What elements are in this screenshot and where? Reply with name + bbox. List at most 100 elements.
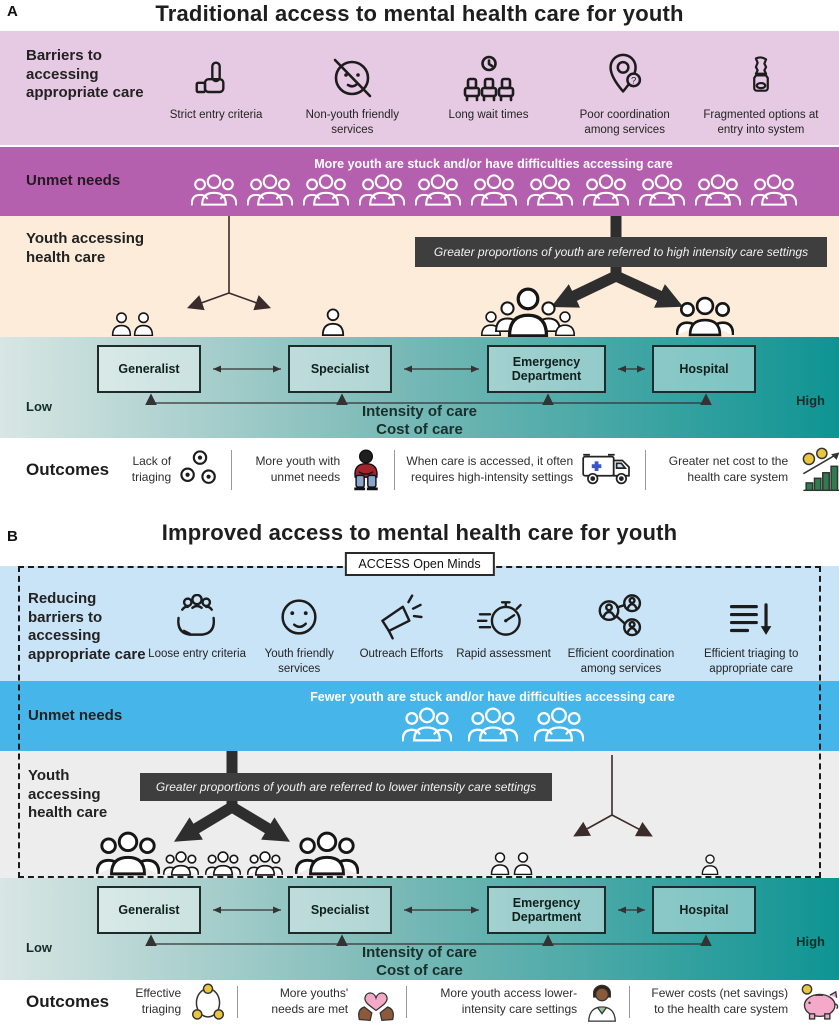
high-label-a: High xyxy=(796,393,825,408)
divider xyxy=(629,986,631,1018)
outcome-item: Lack of triaging xyxy=(109,449,221,491)
barriers-row-a-label: Barriers to accessing appropriate care xyxy=(26,47,144,102)
people-group-icon xyxy=(639,174,685,206)
referral-callout-b: Greater proportions of youth are referre… xyxy=(140,773,552,801)
stopwatch-icon xyxy=(477,590,529,642)
outcome-item: Effective triaging xyxy=(109,982,227,1022)
unmet-needs-a-content: More youth are stuck and/or have difficu… xyxy=(148,147,839,216)
youth-group-generalist-b xyxy=(96,831,160,876)
panel-b-letter: B xyxy=(7,528,18,545)
outcomes-row-a: Outcomes Lack of triaging More youth wit… xyxy=(0,438,839,502)
youth-group-hospital-a xyxy=(676,296,734,337)
care-box-hospital-a: Hospital xyxy=(652,345,756,393)
svg-text:?: ? xyxy=(631,75,636,86)
crossed-face-icon xyxy=(326,47,378,103)
hands-heart-icon xyxy=(358,992,395,1021)
unmet-needs-a-message: More youth are stuck and/or have difficu… xyxy=(314,157,673,171)
youth-single-specialist-a xyxy=(321,308,345,336)
smiley-face-icon xyxy=(274,590,324,642)
youth-group-specialist-b xyxy=(295,831,359,876)
low-label-a: Low xyxy=(26,399,52,414)
people-group-icon xyxy=(583,174,629,206)
caring-hands-icon xyxy=(171,590,223,642)
barrier-item: ? Poor coordination among services xyxy=(557,47,693,138)
people-group-icon xyxy=(247,174,293,206)
hand-stop-icon xyxy=(193,47,239,103)
youth-small-group-b xyxy=(205,851,241,876)
barriers-row-b-label: Reducing barriers to accessing appropria… xyxy=(28,590,146,663)
outcome-item: More youth with unmet needs xyxy=(242,447,384,493)
scattered-coins-icon xyxy=(180,450,216,484)
stuck-youth-groups xyxy=(191,174,797,206)
care-box-generalist-b: Generalist xyxy=(97,886,201,934)
youth-accessing-row-b: Youth accessing health care Greater prop… xyxy=(0,751,839,878)
referral-callout-a: Greater proportions of youth are referre… xyxy=(415,237,827,267)
unmet-needs-row-a: Unmet needs More youth are stuck and/or … xyxy=(0,147,839,216)
care-box-emergency-a: Emergency Department xyxy=(487,345,606,393)
barrier-item: Long wait times xyxy=(420,47,556,123)
care-box-specialist-b: Specialist xyxy=(288,886,392,934)
barriers-row-a: Barriers to accessing appropriate care S… xyxy=(0,31,839,145)
unmet-needs-a-label: Unmet needs xyxy=(26,172,121,190)
outcome-item: More youths' needs are met xyxy=(248,983,396,1021)
barrier-item: Strict entry criteria xyxy=(148,47,284,123)
triage-network-icon xyxy=(192,983,225,1020)
barrier-item: Efficient triaging to appropriate care xyxy=(687,590,815,677)
high-label-b: High xyxy=(796,934,825,949)
people-group-icon xyxy=(303,174,349,206)
outcomes-a-label: Outcomes xyxy=(26,460,110,479)
panel-a-title: Traditional access to mental health care… xyxy=(155,1,684,26)
unmet-needs-b-content: Fewer youth are stuck and/or have diffic… xyxy=(146,681,839,751)
stuck-youth-groups xyxy=(402,707,584,742)
people-group-icon xyxy=(402,707,452,742)
barrier-item: Efficient coordination among services xyxy=(555,590,688,677)
barriers-a-items: Strict entry criteria Non-youth friendly… xyxy=(148,47,829,145)
people-group-icon xyxy=(527,174,573,206)
program-badge: ACCESS Open Minds xyxy=(344,552,495,576)
cost-axis-label-a: Cost of care xyxy=(376,421,463,438)
people-group-icon xyxy=(415,174,461,206)
barrier-item: Rapid assessment xyxy=(452,590,554,662)
divider xyxy=(645,450,647,490)
people-group-icon xyxy=(191,174,237,206)
people-group-icon xyxy=(468,707,518,742)
care-box-generalist-a: Generalist xyxy=(97,345,201,393)
network-people-icon xyxy=(595,590,647,642)
triage-list-icon xyxy=(726,590,776,642)
outcomes-row-b: Outcomes Effective triaging More youths'… xyxy=(0,980,839,1024)
care-box-hospital-b: Hospital xyxy=(652,886,756,934)
barrier-item: Non-youth friendly services xyxy=(284,47,420,138)
youth-small-group-b xyxy=(247,851,283,876)
youth-single-hospital-b xyxy=(701,854,719,875)
people-group-icon xyxy=(471,174,517,206)
panel-a-letter: A xyxy=(7,3,18,20)
care-box-emergency-b: Emergency Department xyxy=(487,886,606,934)
outcome-item: When care is accessed, it often requires… xyxy=(405,449,635,491)
unmet-needs-row-b: Unmet needs Fewer youth are stuck and/or… xyxy=(0,681,839,751)
barriers-b-items: Loose entry criteria Youth friendly serv… xyxy=(146,590,815,681)
people-group-icon xyxy=(695,174,741,206)
ambulance-icon xyxy=(582,453,630,485)
youth-accessing-row-a: Youth accessing health care Greater prop… xyxy=(0,216,839,337)
youth-small-group-b xyxy=(163,851,199,876)
low-label-b: Low xyxy=(26,940,52,955)
barrier-item: Loose entry criteria xyxy=(146,590,248,662)
people-group-icon xyxy=(751,174,797,206)
outcome-item: More youth access lower-intensity care s… xyxy=(417,982,619,1022)
intensity-axis-label-a: Intensity of care xyxy=(361,403,478,420)
barrier-item: Youth friendly services xyxy=(248,590,350,677)
divider xyxy=(237,986,239,1018)
outcome-item: Greater net cost to the health care syst… xyxy=(656,447,839,493)
youth-crowd-emergency-a xyxy=(480,287,576,337)
divider xyxy=(231,450,233,490)
youth-pair-generalist-a xyxy=(111,312,154,336)
barrier-item: Outreach Efforts xyxy=(350,590,452,662)
broken-key-icon xyxy=(739,47,783,103)
cost-axis-label-b: Cost of care xyxy=(376,962,463,979)
care-box-specialist-a: Specialist xyxy=(288,345,392,393)
intensity-axis-label-b: Intensity of care xyxy=(361,944,478,961)
people-group-icon xyxy=(534,707,584,742)
barrier-item: Fragmented options at entry into system xyxy=(693,47,829,138)
youth-accessing-b-label: Youth accessing health care xyxy=(28,767,108,822)
